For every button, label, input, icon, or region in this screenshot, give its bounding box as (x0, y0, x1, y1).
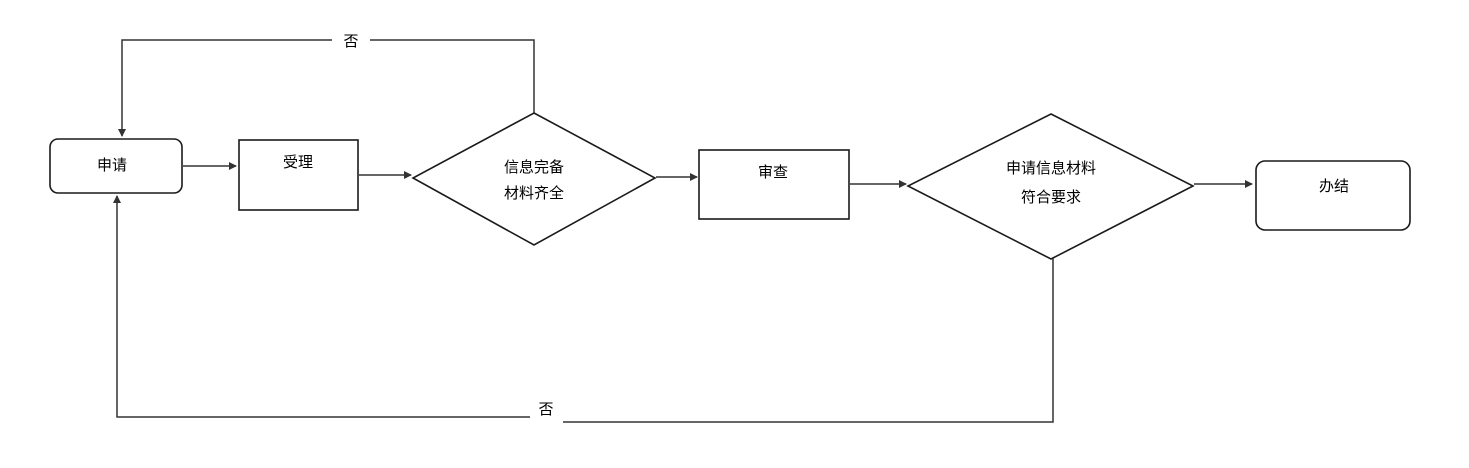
node-accept-label: 受理 (283, 153, 313, 171)
edge-bottom-feedback-left (113, 195, 530, 418)
node-accept: 受理 (238, 139, 359, 211)
edge-top-feedback-right (370, 39, 535, 114)
node-check-valid: 申请信息材料 符合要求 (906, 113, 1195, 260)
node-check-complete-shape (411, 112, 657, 246)
node-check-complete-line2: 材料齐全 (504, 184, 564, 202)
node-apply-shape (49, 138, 183, 194)
node-review: 审查 (698, 149, 850, 220)
node-done-label: 办结 (1319, 177, 1349, 195)
edge-label-top-feedback: 否 (343, 32, 358, 50)
edge-bottom-feedback-right (563, 258, 1054, 423)
node-accept-shape (238, 139, 359, 211)
node-done-shape (1255, 160, 1411, 231)
node-check-valid-line1: 申请信息材料 (1006, 159, 1096, 177)
edge-label-bottom-feedback: 否 (538, 400, 553, 418)
node-review-label: 审查 (758, 163, 788, 181)
node-done: 办结 (1255, 160, 1411, 231)
edge-top-feedback-left (118, 39, 332, 137)
node-review-shape (698, 149, 850, 220)
node-check-complete-line1: 信息完备 (504, 158, 564, 176)
node-apply-label: 申请 (97, 156, 127, 174)
node-check-valid-line2: 符合要求 (1021, 188, 1081, 206)
node-check-complete: 信息完备 材料齐全 (411, 112, 657, 246)
node-apply: 申请 (49, 138, 183, 194)
node-check-valid-shape (906, 113, 1195, 260)
